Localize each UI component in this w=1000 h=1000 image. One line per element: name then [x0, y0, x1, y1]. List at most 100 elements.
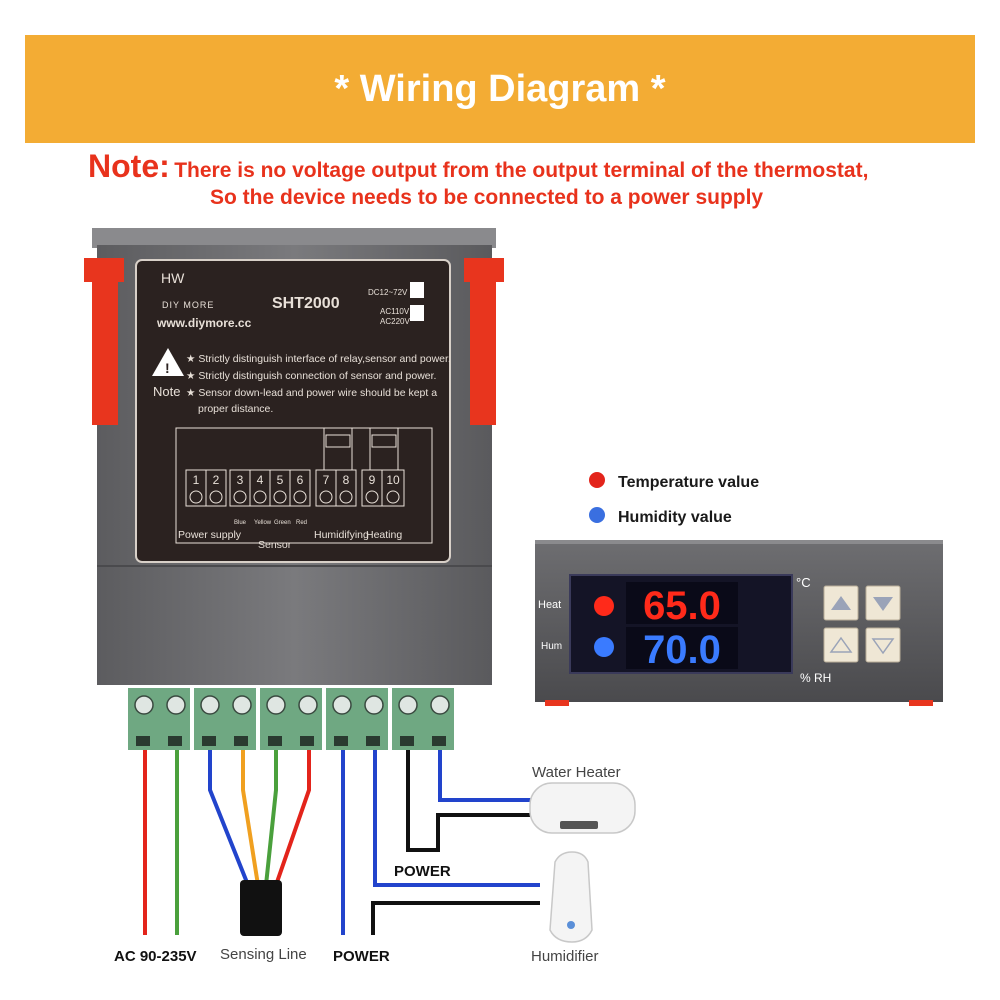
sensor-red-wire — [274, 750, 311, 886]
humidifier-indicator — [567, 921, 575, 929]
down-arrow-outline-button[interactable] — [865, 627, 901, 663]
terminal-label-5: 5 — [277, 473, 284, 487]
wire-color-red: Red — [296, 520, 307, 526]
unit-rh: % RH — [800, 671, 831, 685]
warning-icon — [152, 348, 184, 376]
group-sensor-label: Sensor — [258, 539, 292, 551]
heat-label: Heat — [538, 599, 561, 611]
note-heading: Note — [153, 384, 180, 399]
wires — [143, 750, 540, 936]
sensor-blue-wire — [208, 750, 250, 886]
humidity-legend-dot — [589, 507, 605, 523]
voltage-dc-checkbox — [410, 282, 424, 298]
terminal-label-6: 6 — [297, 473, 304, 487]
screw-icon — [166, 695, 186, 715]
case-seam — [97, 565, 492, 567]
voltage-ac1-label: AC110V — [380, 307, 410, 316]
heat-indicator-led — [594, 596, 614, 616]
title-banner: * Wiring Diagram * — [25, 35, 975, 143]
terminal-label-4: 4 — [257, 473, 264, 487]
relay-lines — [323, 428, 399, 470]
wire-color-yellow: Yellow — [254, 520, 272, 526]
temperature-legend-label: Temperature value — [618, 474, 759, 491]
panel-note-2: ★ Strictly distinguish connection of sen… — [186, 370, 436, 382]
screw-icon — [232, 695, 252, 715]
hum-readout-bg — [626, 627, 738, 669]
terminal-numbers: 1 2 3 4 5 6 7 8 9 10 — [185, 469, 405, 507]
unit-celsius: °C — [796, 575, 811, 590]
thermostat-back: HW DIY MORE www.diymore.cc SHT2000 DC12~… — [84, 228, 504, 750]
group-humidifying-label: Humidifying — [314, 529, 369, 541]
left-mounting-clip — [84, 258, 124, 425]
term-6: 6 — [289, 469, 311, 507]
note-line-1: There is no voltage output from the outp… — [174, 159, 869, 182]
banner-title: * Wiring Diagram * — [334, 67, 666, 110]
controller-top-edge — [535, 540, 943, 544]
temperature-readout: 65.0 — [643, 584, 721, 628]
voltage-ac-checkbox — [410, 305, 424, 321]
hum-indicator-led — [594, 637, 614, 657]
humidifier-label: Humidifier — [531, 948, 599, 965]
case-top-rim — [92, 228, 496, 248]
terminal-schematic — [175, 427, 433, 544]
relay-humidifying-coil — [325, 434, 351, 448]
website-label: www.diymore.cc — [156, 316, 252, 330]
note-block: Note: There is no voltage output from th… — [88, 148, 948, 209]
up-arrow-outline-icon — [829, 636, 853, 653]
term-2: 2 — [205, 469, 227, 507]
power-label-right: POWER — [394, 863, 451, 880]
ac-voltage-label: AC 90-235V — [114, 948, 197, 965]
wire-color-blue: Blue — [234, 520, 247, 526]
group-heating-label: Heating — [366, 529, 402, 541]
heater-wire-blue — [438, 750, 540, 802]
sensing-cable — [240, 880, 282, 936]
panel-note-1: ★ Strictly distinguish interface of rela… — [186, 353, 451, 365]
power-label-bottom: POWER — [333, 948, 390, 965]
note-label: Note: — [88, 148, 170, 184]
temperature-legend-dot — [589, 472, 605, 488]
screw-icon — [200, 695, 220, 715]
water-heater — [529, 782, 636, 834]
sensor-green-wire — [264, 750, 278, 886]
terminal-label-1: 1 — [193, 473, 200, 487]
water-heater-body — [529, 782, 636, 834]
power-wire-black — [406, 750, 540, 852]
legend: Temperature value Humidity value — [589, 472, 759, 526]
terminal-label-9: 9 — [369, 473, 376, 487]
down-arrow-outline-icon — [871, 638, 895, 655]
right-mounting-clip — [464, 258, 504, 425]
up-arrow-filled-button[interactable] — [823, 585, 859, 621]
term-10: 10 — [381, 469, 405, 507]
hum-label: Hum — [541, 641, 562, 652]
terminal-label-8: 8 — [343, 473, 350, 487]
model-name: SHT2000 — [272, 295, 340, 312]
up-arrow-outline-button[interactable] — [823, 627, 859, 663]
controller-foot-left — [545, 700, 569, 706]
label-plate — [135, 259, 451, 563]
terminal-blocks — [128, 688, 454, 750]
humidifier-wire-black — [371, 901, 540, 935]
temp-readout-bg — [626, 582, 738, 624]
screw-icon — [332, 695, 352, 715]
humidity-legend-label: Humidity value — [618, 509, 732, 526]
voltage-ac2-label: AC220V — [380, 317, 410, 326]
controller-foot-right — [909, 700, 933, 706]
screw-icon — [134, 695, 154, 715]
sensor-yellow-wire — [241, 750, 260, 886]
screw-icon — [364, 695, 384, 715]
down-arrow-filled-button[interactable] — [865, 585, 901, 621]
panel-note-3: ★ Sensor down-lead and power wire should… — [186, 387, 437, 399]
relay-heating-coil — [371, 434, 397, 448]
screw-icon — [430, 695, 450, 715]
warning-icon-mark: ! — [165, 360, 170, 376]
group-power-label: Power supply — [178, 529, 242, 541]
brand-logo: HW — [161, 270, 185, 286]
down-arrow-icon — [873, 597, 893, 611]
terminal-label-7: 7 — [323, 473, 330, 487]
brand-name: DIY MORE — [162, 300, 214, 310]
up-arrow-icon — [831, 596, 851, 610]
terminal-label-3: 3 — [237, 473, 244, 487]
water-heater-display — [560, 821, 598, 829]
terminal-label-2: 2 — [213, 473, 220, 487]
